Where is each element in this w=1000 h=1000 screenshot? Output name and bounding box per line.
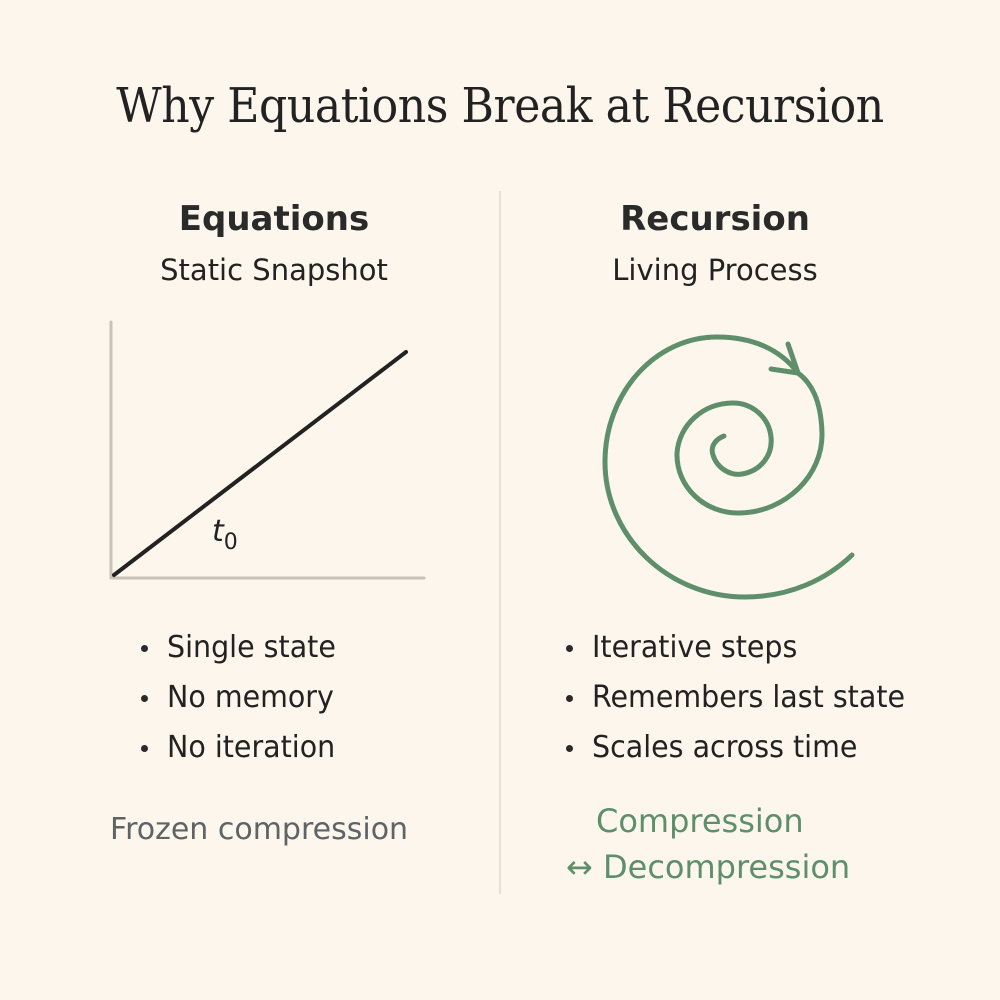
recursion-footer: Compression ↔ Decompression (566, 798, 850, 890)
list-item: No memory (141, 673, 345, 723)
linear-graph-icon (109, 320, 426, 580)
list-item: Remembers last state (566, 673, 922, 723)
bullet-icon (566, 645, 573, 652)
list-item: No iteration (141, 723, 345, 773)
page-title: Why Equations Break at Recursion (116, 78, 884, 134)
recursion-subheading: Living Process (612, 253, 818, 287)
list-item: Single state (141, 623, 345, 673)
bullet-icon (141, 645, 148, 652)
column-divider (499, 191, 501, 894)
bullet-icon (566, 695, 573, 702)
spiral-arrow-icon (602, 334, 855, 600)
bullet-icon (566, 745, 573, 752)
equations-heading: Equations (178, 199, 370, 239)
recursion-heading: Recursion (620, 199, 810, 239)
equations-footer: Frozen compression (110, 812, 409, 847)
list-item: Iterative steps (566, 623, 922, 673)
t0-label: t0 (212, 514, 238, 555)
compression-label: Compression (596, 802, 804, 840)
recursion-bullet-list: Iterative steps Remembers last state Sca… (566, 623, 922, 773)
decompression-label: ↔ Decompression (566, 848, 851, 886)
list-item: Scales across time (566, 723, 922, 773)
bullet-icon (141, 745, 148, 752)
bullet-icon (141, 695, 148, 702)
equations-subheading: Static Snapshot (160, 253, 388, 287)
equations-bullet-list: Single state No memory No iteration (141, 623, 345, 773)
